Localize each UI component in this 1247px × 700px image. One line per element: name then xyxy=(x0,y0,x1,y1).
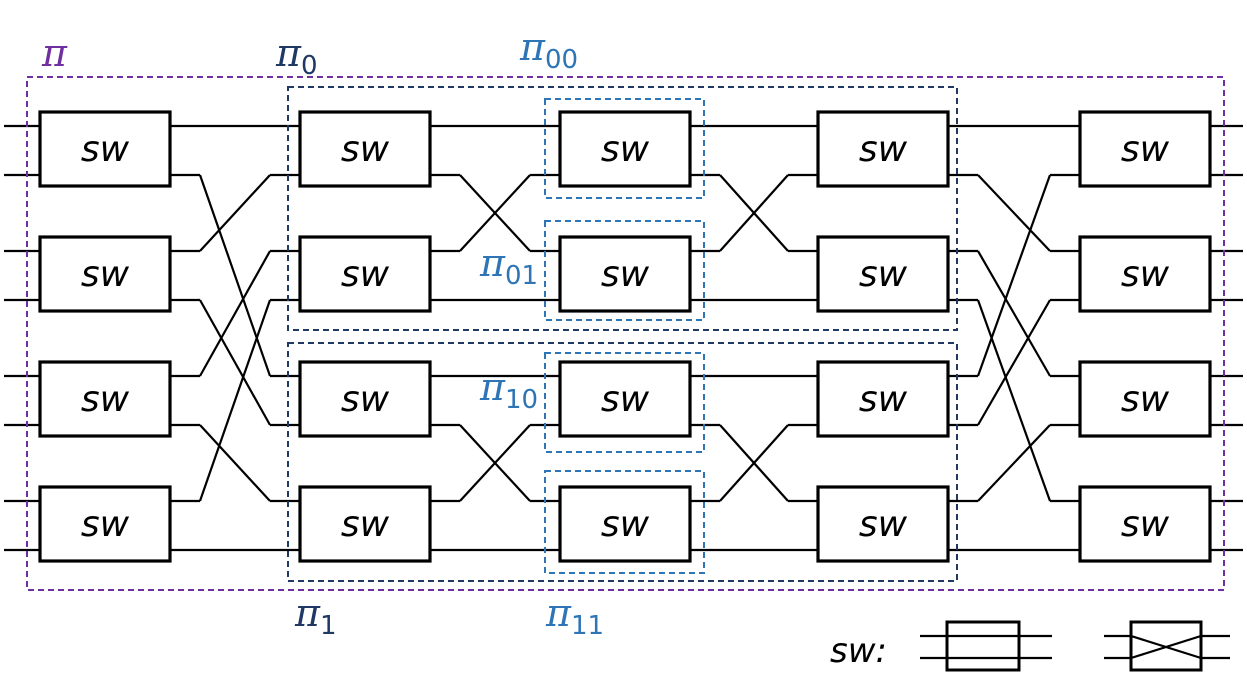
switch-rect xyxy=(298,485,432,563)
switch-rect xyxy=(558,360,692,438)
switch-label: sw xyxy=(1121,129,1170,170)
switch-box: sw xyxy=(558,485,692,563)
switch-label: sw xyxy=(341,254,390,295)
switch-box: sw xyxy=(816,110,950,188)
cross-link xyxy=(199,424,271,502)
switch-label: sw xyxy=(601,379,650,420)
switch-box: sw xyxy=(38,485,172,563)
label-pi11: π11 xyxy=(545,591,604,641)
switch-label: sw xyxy=(601,504,650,545)
switch-box: sw xyxy=(558,110,692,188)
switch-label: sw xyxy=(81,504,130,545)
switch-label: sw xyxy=(859,504,908,545)
switch-label: sw xyxy=(1121,254,1170,295)
switch-label: sw xyxy=(1121,504,1170,545)
switch-rect xyxy=(558,235,692,313)
switch-rect xyxy=(1078,360,1212,438)
switch-rect xyxy=(816,485,950,563)
cross-link xyxy=(719,174,789,252)
cross-link xyxy=(977,250,1051,377)
switch-rect xyxy=(298,110,432,188)
switch-rect xyxy=(816,235,950,313)
cross-link xyxy=(459,424,531,502)
cross-link xyxy=(977,299,1051,426)
switch-box: sw xyxy=(1078,485,1212,563)
switch-rect xyxy=(816,110,950,188)
cross-link xyxy=(459,174,531,252)
cross-link xyxy=(977,174,1051,252)
switch-rect xyxy=(38,110,172,188)
label-pi00: π00 xyxy=(519,25,578,75)
switch-box: sw xyxy=(558,235,692,313)
switch-array: sw sw sw sw sw sw sw sw sw sw sw sw sw sw sw sw sw sw sw sw xyxy=(38,110,1212,563)
switch-box: sw xyxy=(1078,360,1212,438)
switch-label: sw xyxy=(81,379,130,420)
switch-label: sw xyxy=(859,129,908,170)
switch-box: sw xyxy=(38,110,172,188)
switch-box: sw xyxy=(816,360,950,438)
cross-link xyxy=(976,299,1052,502)
cross-link xyxy=(199,174,271,252)
switch-label: sw xyxy=(341,129,390,170)
switch-rect xyxy=(1078,110,1212,188)
switch-label: sw xyxy=(341,379,390,420)
frame-pi11 xyxy=(544,470,705,574)
switch-label: sw xyxy=(859,379,908,420)
interconnect-wires xyxy=(4,124,1243,552)
switch-rect xyxy=(816,360,950,438)
label-pi1: π1 xyxy=(294,591,337,641)
switch-label: sw xyxy=(341,504,390,545)
switch-rect xyxy=(38,360,172,438)
switch-box: sw xyxy=(816,485,950,563)
label-pi01: π01 xyxy=(479,241,538,291)
label-pi0: π0 xyxy=(275,31,318,81)
switch-label: sw xyxy=(859,254,908,295)
switch-rect xyxy=(298,360,432,438)
switch-label: sw xyxy=(601,254,650,295)
switch-rect xyxy=(38,485,172,563)
cross-link xyxy=(198,299,272,502)
switch-rect xyxy=(298,235,432,313)
switch-box: sw xyxy=(816,235,950,313)
cross-link xyxy=(977,424,1051,502)
switch-box: sw xyxy=(1078,110,1212,188)
legend-cross-switch-icon xyxy=(1104,620,1230,672)
switch-box: sw xyxy=(298,360,432,438)
label-pi10: π10 xyxy=(479,365,538,415)
switch-rect xyxy=(1078,485,1212,563)
legend-bar-switch-icon xyxy=(920,620,1052,672)
switch-label: sw xyxy=(1121,379,1170,420)
switch-box: sw xyxy=(298,235,432,313)
switch-box: sw xyxy=(558,360,692,438)
switch-box: sw xyxy=(38,235,172,313)
switch-box: sw xyxy=(298,485,432,563)
frame-pi1 xyxy=(287,342,958,582)
switch-box: sw xyxy=(1078,235,1212,313)
frame-pi0 xyxy=(287,86,958,331)
frame-pi xyxy=(26,76,1225,591)
cross-link xyxy=(719,424,789,502)
switch-rect xyxy=(38,235,172,313)
switch-rect xyxy=(558,110,692,188)
cross-link xyxy=(199,299,271,426)
cross-link xyxy=(199,250,271,377)
switch-box: sw xyxy=(38,360,172,438)
cross-link xyxy=(198,174,272,377)
switch-label: sw xyxy=(81,129,130,170)
legend-label: sw: xyxy=(830,631,887,671)
switch-label: sw xyxy=(81,254,130,295)
switch-box: sw xyxy=(298,110,432,188)
label-pi: π xyxy=(41,31,68,75)
switch-rect xyxy=(1078,235,1212,313)
switch-label: sw xyxy=(601,129,650,170)
switch-rect xyxy=(558,485,692,563)
cross-link xyxy=(976,174,1052,377)
